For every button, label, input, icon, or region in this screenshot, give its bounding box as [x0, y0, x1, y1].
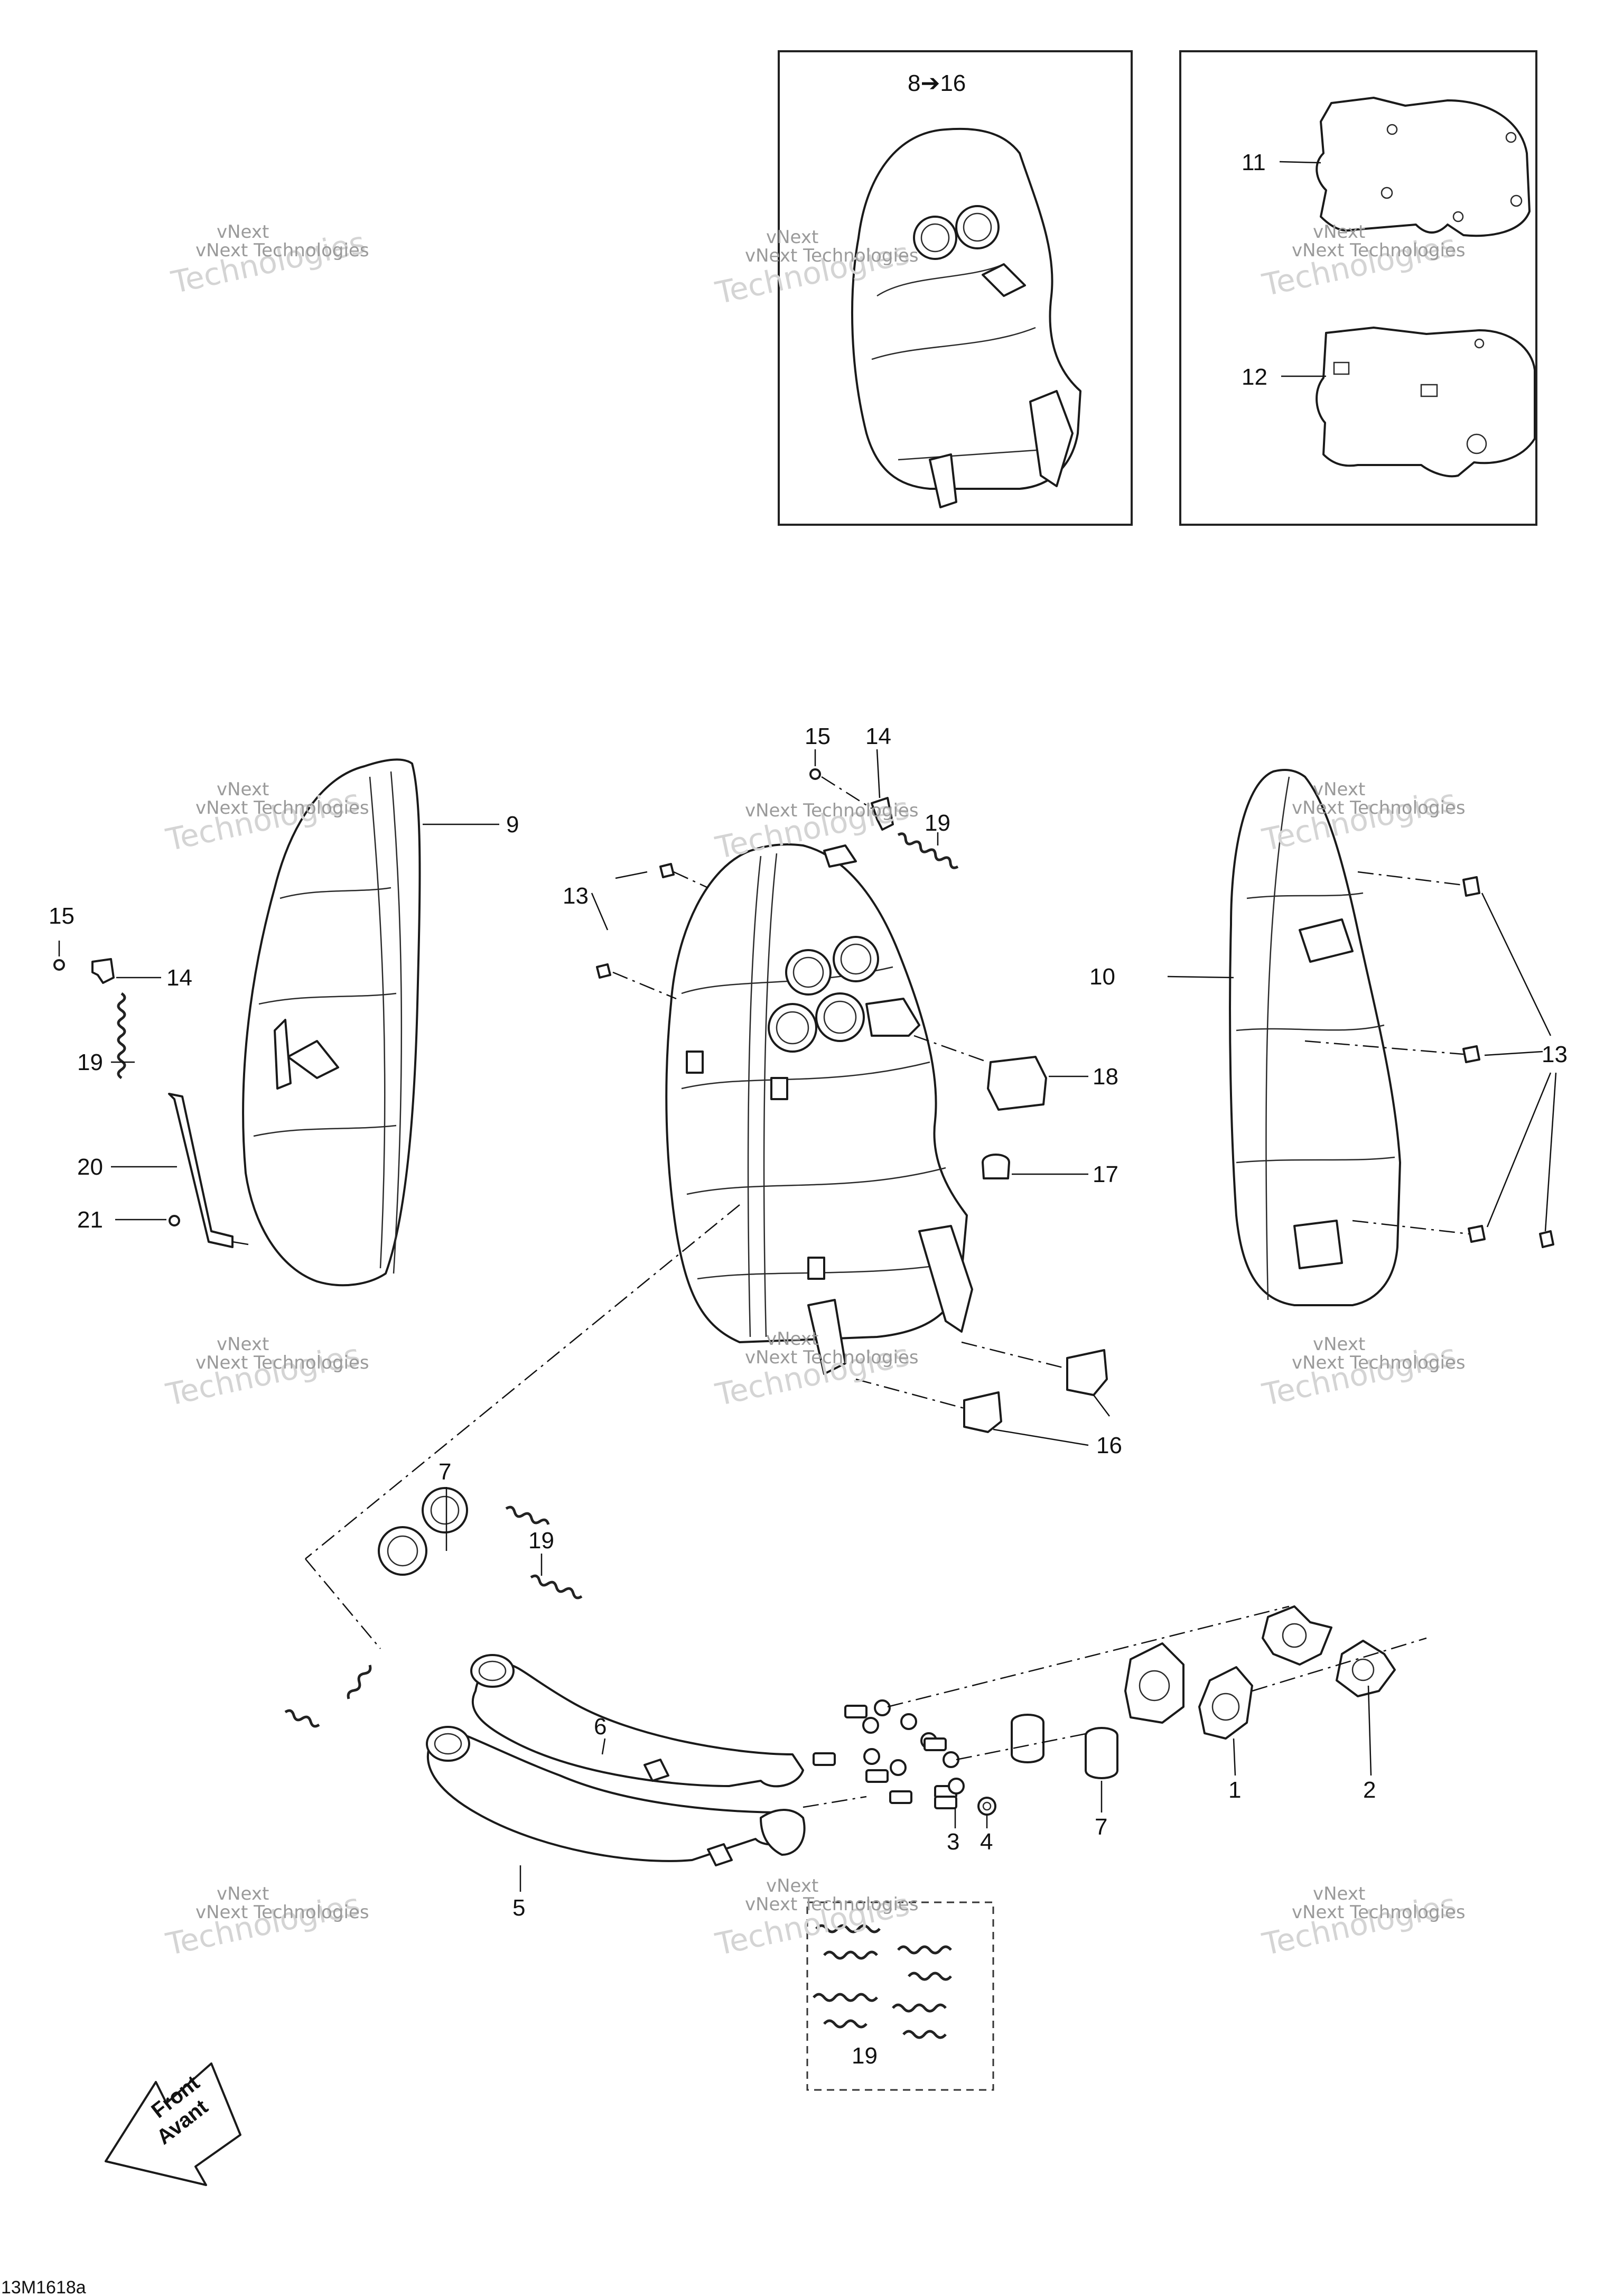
svg-text:vNext: vNext [217, 779, 269, 800]
muffler-assembly-thumbnail [851, 127, 1081, 508]
spring-kit-box [806, 1901, 994, 2091]
callout-5: 5 [512, 1895, 525, 1921]
callout-15-center: 15 [805, 723, 831, 749]
exhaust-pipe-5 [426, 1726, 806, 1892]
svg-text:vNext Technologies: vNext Technologies [1292, 797, 1466, 819]
callout-17: 17 [1093, 1161, 1118, 1187]
callout-14-center: 14 [865, 723, 891, 749]
inset-box-muffler-assembly [778, 50, 1133, 526]
exhaust-seals-7 [378, 1487, 468, 1576]
front-direction-arrow: Front Avant [105, 2062, 241, 2186]
svg-text:vNext: vNext [217, 221, 269, 243]
heat-shield-right-10 [1229, 769, 1401, 1306]
svg-text:vNext Technologies: vNext Technologies [745, 245, 919, 266]
exhaust-pipe-6 [470, 1654, 804, 1788]
svg-text:vNext: vNext [766, 1875, 818, 1897]
bolts-and-washers [813, 1699, 996, 1828]
callout-3: 3 [947, 1829, 959, 1855]
svg-text:vNext: vNext [766, 1328, 818, 1350]
callout-10: 10 [1089, 964, 1115, 990]
heat-shield-left-9 [242, 758, 421, 1287]
svg-text:vNext: vNext [1313, 1883, 1365, 1904]
callout-19-kit: 19 [852, 2043, 878, 2069]
callout-6: 6 [594, 1714, 607, 1740]
svg-text:vNext: vNext [217, 1883, 269, 1904]
callout-14-left: 14 [166, 965, 192, 991]
clips-13-center [591, 863, 708, 1000]
svg-text:vNext Technologies: vNext Technologies [195, 1902, 369, 1923]
svg-text:vNext: vNext [1313, 779, 1365, 800]
svg-text:vNext Technologies: vNext Technologies [1292, 1902, 1466, 1923]
callout-9: 9 [506, 812, 519, 838]
svg-text:vNext: vNext [1313, 221, 1365, 243]
callout-labels: 8➔16 11 12 9 15 14 19 20 21 15 14 19 13 … [49, 70, 1568, 2069]
spring-kit-19 [813, 1924, 952, 2039]
callout-19-exhaust: 19 [528, 1528, 554, 1554]
clips-13-right [1304, 871, 1557, 1248]
exhaust-flanges [803, 1605, 1427, 1812]
spring-left [117, 992, 126, 1080]
callout-1: 1 [1228, 1777, 1241, 1803]
svg-text:vNext: vNext [1313, 1334, 1365, 1355]
gasket-11 [1316, 97, 1531, 237]
center-top-hardware [809, 749, 959, 869]
callout-20: 20 [77, 1154, 103, 1180]
callout-8-16: 8➔16 [908, 70, 966, 96]
callout-11: 11 [1242, 150, 1266, 175]
svg-text:vNext Technologies: vNext Technologies [195, 240, 369, 261]
callout-19-center: 19 [925, 810, 950, 836]
left-bracket-group [53, 941, 249, 1248]
svg-text:vNext Technologies: vNext Technologies [1292, 240, 1466, 261]
rubber-mount-18 [987, 1056, 1047, 1111]
callout-19-left: 19 [77, 1049, 103, 1075]
grommet-17 [982, 1154, 1010, 1179]
drawing-reference-number: 13M1618a [1, 2278, 86, 2296]
callout-16: 16 [1096, 1433, 1122, 1458]
gasket-12 [1316, 327, 1536, 478]
svg-text:vNext: vNext [766, 227, 818, 248]
svg-text:vNext Technologies: vNext Technologies [1292, 1352, 1466, 1373]
center-line-muffler-to-exhaust [305, 1204, 740, 1559]
svg-text:vNext Technologies: vNext Technologies [195, 797, 369, 819]
callout-7-upper: 7 [439, 1459, 451, 1485]
svg-text:vNext Technologies: vNext Technologies [745, 800, 919, 821]
callout-4: 4 [980, 1829, 993, 1855]
svg-text:vNext Technologies: vNext Technologies [745, 1347, 919, 1368]
svg-text:vNext Technologies: vNext Technologies [195, 1352, 369, 1373]
leader-11 [1279, 161, 1321, 164]
callout-21: 21 [77, 1207, 103, 1233]
callout-7-lower: 7 [1095, 1814, 1107, 1840]
exhaust-springs-19 [284, 1505, 583, 1728]
center-right-parts [855, 1035, 1110, 1446]
callout-18: 18 [1093, 1064, 1118, 1090]
callout-15-left: 15 [49, 903, 74, 929]
callout-2: 2 [1363, 1777, 1376, 1803]
callout-13-right: 13 [1542, 1042, 1568, 1067]
callout-12: 12 [1242, 364, 1267, 390]
callout-13-center: 13 [563, 883, 589, 909]
leader-10 [1167, 975, 1234, 979]
svg-text:vNext: vNext [217, 1334, 269, 1355]
inset-box-gaskets [1179, 50, 1537, 526]
muffler-center [665, 843, 973, 1375]
svg-text:vNext Technologies: vNext Technologies [745, 1894, 919, 1915]
